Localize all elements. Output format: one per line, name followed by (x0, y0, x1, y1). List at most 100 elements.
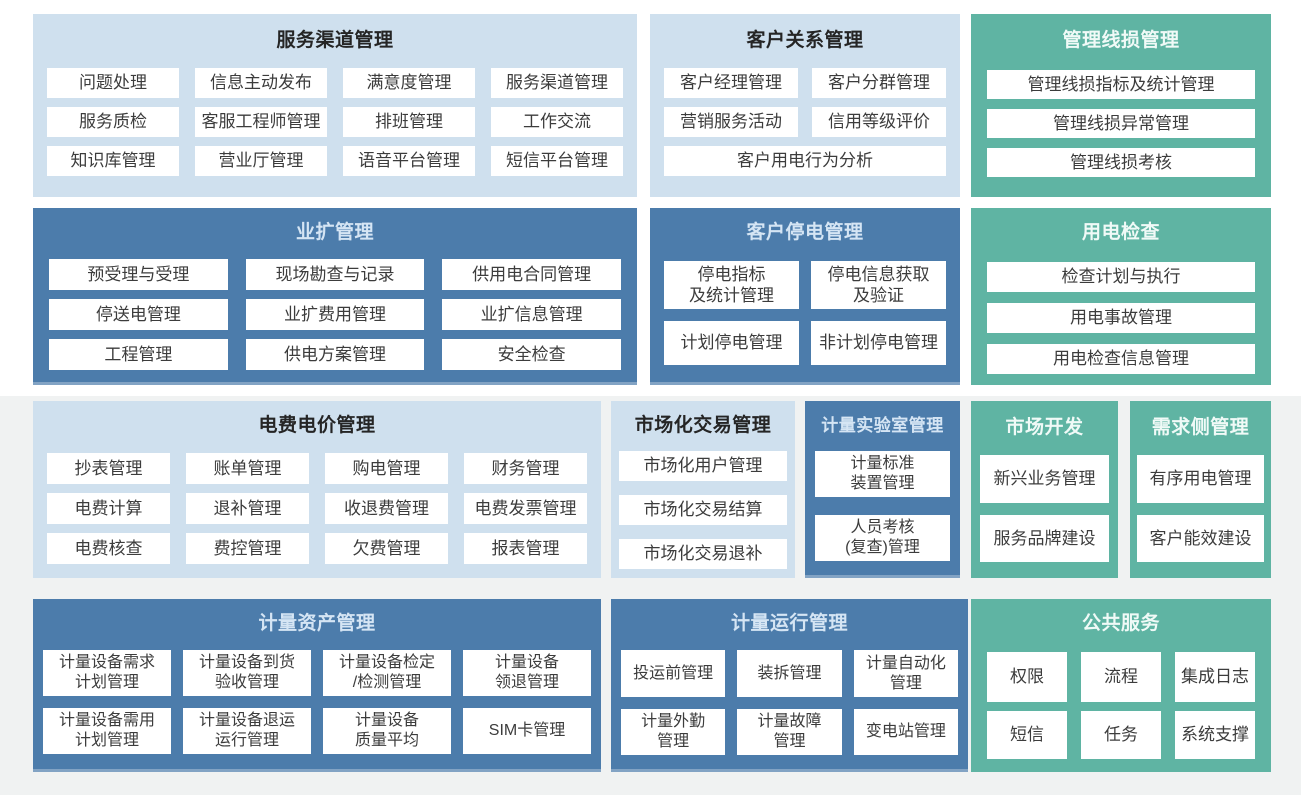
module-grid: 检查计划与执行用电事故管理用电检查信息管理 (987, 262, 1255, 374)
module-item: 任务 (1081, 711, 1161, 759)
module-item: 投运前管理 (621, 650, 726, 697)
module-item: 现场勘查与记录 (245, 259, 425, 290)
block-title-metering-lab: 计量实验室管理 (821, 416, 944, 435)
module-item: 非计划停电管理 (811, 321, 946, 365)
block-title-business-expansion: 业扩管理 (295, 222, 374, 243)
module-item: 客户能效建设 (1137, 515, 1264, 562)
module-item: 客户经理管理 (664, 68, 798, 98)
block-demand-side: 需求侧管理有序用电管理客户能效建设 (1130, 401, 1271, 578)
module-item: 计量设备需用 计划管理 (43, 708, 171, 754)
module-item: 有序用电管理 (1137, 455, 1264, 503)
module-item: 欠费管理 (325, 533, 448, 564)
module-item: 计量外勤 管理 (621, 709, 726, 755)
module-item: 工程管理 (49, 339, 228, 370)
module-grid: 计量标准 装置管理人员考核 (复查)管理 (815, 451, 950, 561)
module-item: 报表管理 (464, 533, 587, 564)
module-item: 购电管理 (325, 453, 448, 484)
module-item: 用电检查信息管理 (987, 344, 1255, 374)
module-item: 营销服务活动 (664, 107, 798, 137)
block-service-channel: 服务渠道管理问题处理信息主动发布满意度管理服务渠道管理服务质检客服工程师管理排班… (33, 14, 637, 197)
module-item: 问题处理 (47, 68, 179, 98)
module-grid: 问题处理信息主动发布满意度管理服务渠道管理服务质检客服工程师管理排班管理工作交流… (47, 68, 623, 176)
module-item: 客服工程师管理 (195, 107, 327, 137)
module-item: 市场化交易结算 (619, 495, 787, 525)
module-item: 信用等级评价 (812, 107, 946, 137)
module-item: 收退费管理 (325, 493, 448, 524)
block-business-expansion: 业扩管理预受理与受理现场勘查与记录供用电合同管理停送电管理业扩费用管理业扩信息管… (33, 208, 637, 385)
module-grid: 有序用电管理客户能效建设 (1137, 455, 1264, 562)
module-item: 业扩信息管理 (442, 299, 621, 330)
module-grid: 新兴业务管理服务品牌建设 (980, 455, 1109, 562)
module-item: 计量设备到货 验收管理 (183, 650, 311, 696)
block-line-loss: 管理线损管理管理线损指标及统计管理管理线损异常管理管理线损考核 (971, 14, 1271, 197)
block-title-service-channel: 服务渠道管理 (276, 30, 394, 51)
module-item: 停送电管理 (49, 299, 228, 330)
module-item: 计量设备退运 运行管理 (183, 708, 311, 754)
module-grid: 市场化用户管理市场化交易结算市场化交易退补 (619, 451, 787, 569)
module-item: 安全检查 (442, 339, 621, 370)
module-item: 电费核查 (47, 533, 170, 564)
block-tariff: 电费电价管理抄表管理账单管理购电管理财务管理电费计算退补管理收退费管理电费发票管… (33, 401, 601, 578)
module-item: 供电方案管理 (245, 339, 425, 370)
module-item: 流程 (1081, 652, 1161, 702)
module-grid: 管理线损指标及统计管理管理线损异常管理管理线损考核 (987, 70, 1255, 177)
module-item: 抄表管理 (47, 453, 170, 484)
module-item: 电费计算 (47, 493, 170, 524)
module-item: 电费发票管理 (464, 493, 587, 524)
block-title-market-dev: 市场开发 (1005, 417, 1084, 438)
block-title-market-trade: 市场化交易管理 (634, 415, 772, 436)
module-item: 管理线损异常管理 (987, 109, 1255, 138)
block-market-trade: 市场化交易管理市场化用户管理市场化交易结算市场化交易退补 (611, 401, 795, 578)
module-item: 短信 (987, 711, 1067, 759)
block-public-service: 公共服务权限流程集成日志短信任务系统支撑 (971, 599, 1271, 772)
module-item: 计量设备 领退管理 (463, 650, 591, 696)
block-customer-outage: 客户停电管理停电指标 及统计管理停电信息获取 及验证计划停电管理非计划停电管理 (650, 208, 960, 385)
module-item: 变电站管理 (853, 709, 958, 755)
module-item: 服务质检 (47, 107, 179, 137)
module-item: 管理线损指标及统计管理 (987, 70, 1255, 99)
module-item: 账单管理 (186, 453, 309, 484)
module-item: 系统支撑 (1175, 711, 1255, 759)
module-item: 停电信息获取 及验证 (811, 261, 946, 309)
module-item: 满意度管理 (343, 68, 475, 98)
module-item: 财务管理 (464, 453, 587, 484)
module-item: 业扩费用管理 (245, 299, 425, 330)
module-grid: 计量设备需求 计划管理计量设备到货 验收管理计量设备检定 /检测管理计量设备 领… (43, 650, 591, 754)
module-item: 检查计划与执行 (987, 262, 1255, 292)
block-power-inspection: 用电检查检查计划与执行用电事故管理用电检查信息管理 (971, 208, 1271, 385)
module-item: 预受理与受理 (49, 259, 228, 290)
module-grid: 停电指标 及统计管理停电信息获取 及验证计划停电管理非计划停电管理 (664, 261, 946, 365)
module-item: 排班管理 (343, 107, 475, 137)
module-grid: 投运前管理装拆管理计量自动化 管理计量外勤 管理计量故障 管理变电站管理 (621, 650, 958, 755)
module-item: 短信平台管理 (491, 146, 623, 176)
module-item: 服务渠道管理 (491, 68, 623, 98)
module-grid: 抄表管理账单管理购电管理财务管理电费计算退补管理收退费管理电费发票管理电费核查费… (47, 453, 587, 564)
module-item: 客户用电行为分析 (664, 146, 946, 176)
module-item: 计量设备 质量平均 (323, 708, 451, 754)
module-item: 退补管理 (186, 493, 309, 524)
module-grid: 预受理与受理现场勘查与记录供用电合同管理停送电管理业扩费用管理业扩信息管理工程管… (49, 259, 621, 370)
block-title-public-service: 公共服务 (1081, 613, 1160, 634)
module-item: 计量设备需求 计划管理 (43, 650, 171, 696)
module-item: 市场化用户管理 (619, 451, 787, 481)
module-item: 停电指标 及统计管理 (664, 261, 799, 309)
module-item: 新兴业务管理 (980, 455, 1109, 503)
module-item: 知识库管理 (47, 146, 179, 176)
module-grid: 权限流程集成日志短信任务系统支撑 (987, 652, 1255, 759)
module-item: 计量设备检定 /检测管理 (323, 650, 451, 696)
module-item: 计量自动化 管理 (853, 650, 958, 697)
module-item: 费控管理 (186, 533, 309, 564)
module-item: 客户分群管理 (812, 68, 946, 98)
block-customer-relation: 客户关系管理客户经理管理客户分群管理营销服务活动信用等级评价客户用电行为分析 (650, 14, 960, 197)
block-metering-operation: 计量运行管理投运前管理装拆管理计量自动化 管理计量外勤 管理计量故障 管理变电站… (611, 599, 968, 772)
module-item: 管理线损考核 (987, 148, 1255, 177)
module-item: 市场化交易退补 (619, 539, 787, 569)
block-title-metering-operation: 计量运行管理 (730, 613, 848, 634)
module-grid: 客户经理管理客户分群管理营销服务活动信用等级评价客户用电行为分析 (664, 68, 946, 176)
block-title-metering-asset: 计量资产管理 (258, 613, 376, 634)
module-item: 权限 (987, 652, 1067, 702)
block-title-line-loss: 管理线损管理 (1062, 30, 1180, 51)
module-item: 计划停电管理 (664, 321, 799, 365)
block-title-tariff: 电费电价管理 (258, 415, 376, 436)
module-item: 集成日志 (1175, 652, 1255, 702)
